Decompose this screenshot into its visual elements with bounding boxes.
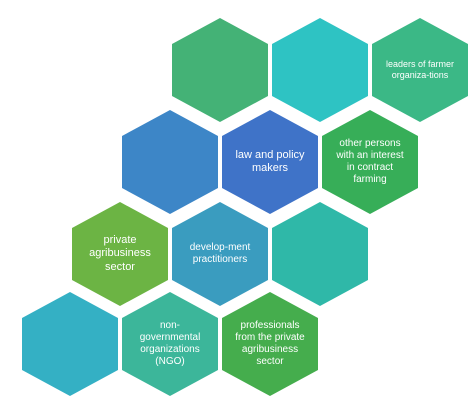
- hexagon-blank-teal-top: [272, 18, 368, 122]
- hexagon-label: other persons with an interest in contra…: [336, 138, 404, 185]
- hexagon-label: professionals from the private agribusin…: [235, 320, 305, 367]
- hexagon-professionals-private-agribusiness: professionals from the private agribusin…: [222, 292, 318, 396]
- hexagon-private-agribusiness-sector: private agribusiness sector: [72, 202, 168, 306]
- hexagon-blank-green-top: [172, 18, 268, 122]
- hexagon-other-persons-interest-contract-farming: other persons with an interest in contra…: [322, 110, 418, 214]
- hexagon-label: non-governmental organizations (NGO): [139, 320, 201, 367]
- hexagon-blank-teal-bottom: [22, 292, 118, 396]
- hexagon-label: private agribusiness sector: [89, 234, 151, 273]
- hexagon-label: leaders of farmer organiza-tions: [385, 59, 455, 80]
- hexagon-label: law and policy makers: [235, 148, 305, 174]
- hexagon-law-and-policy-makers: law and policy makers: [222, 110, 318, 214]
- hexagon-development-practitioners: develop-ment practitioners: [172, 202, 268, 306]
- hexagon-blank-blue: [122, 110, 218, 214]
- hexagon-leaders-of-farmer-organizations: leaders of farmer organiza-tions: [372, 18, 468, 122]
- hexagon-blank-teal-middle: [272, 202, 368, 306]
- hexagon-label: develop-ment practitioners: [189, 242, 251, 265]
- hexagon-non-governmental-organizations: non-governmental organizations (NGO): [122, 292, 218, 396]
